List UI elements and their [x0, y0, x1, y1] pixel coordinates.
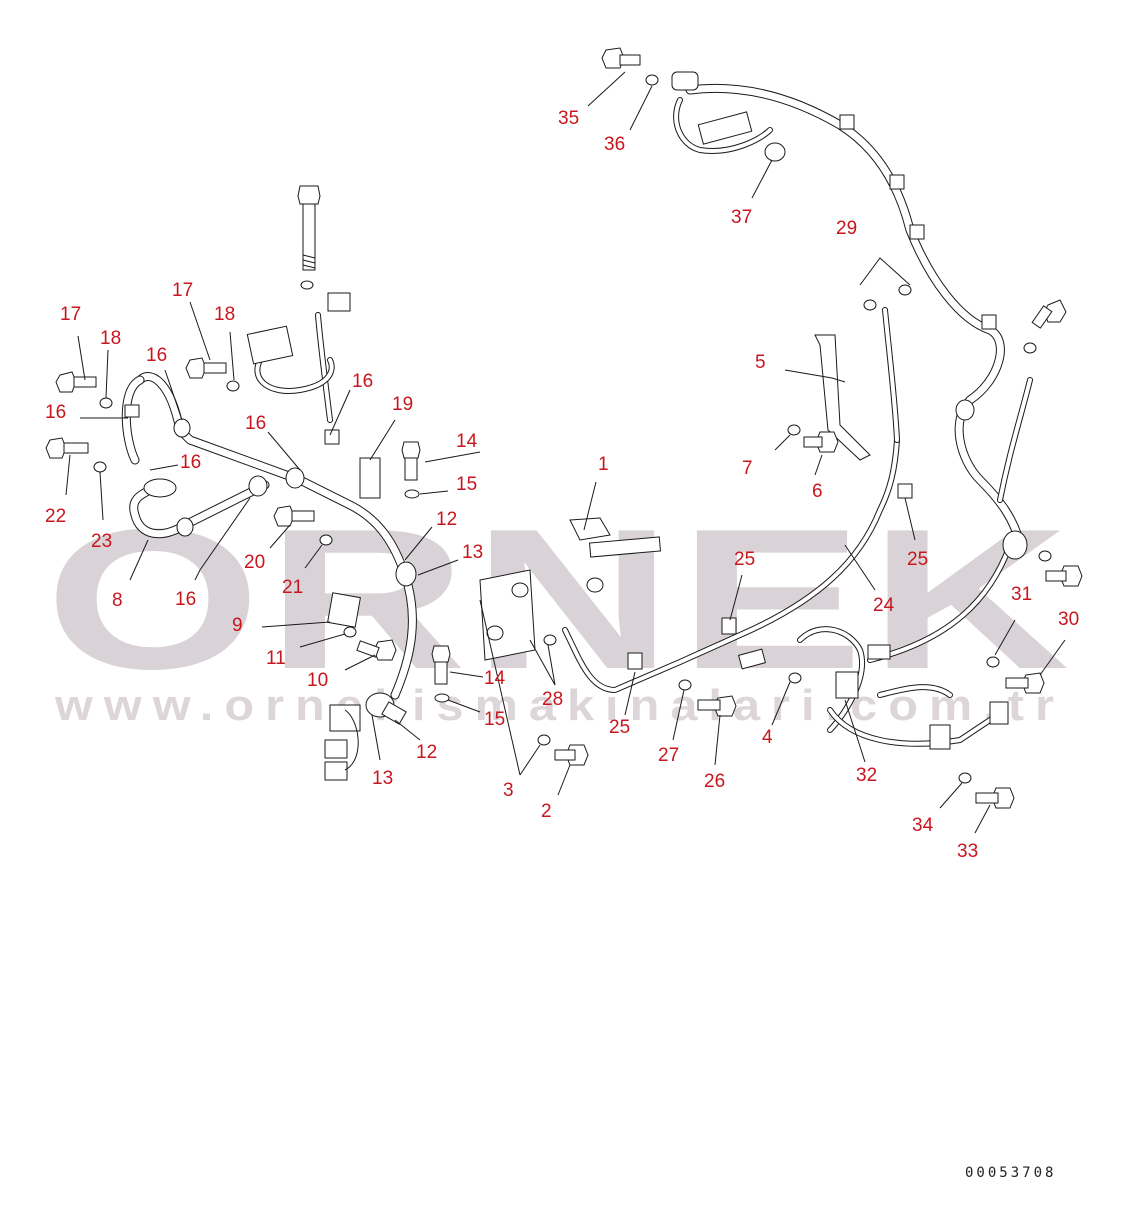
- callout-23: 23: [91, 531, 112, 552]
- callout-27: 27: [658, 745, 679, 766]
- callout-18: 18: [100, 328, 121, 349]
- watermark-url: www.ornekismakinalari.com.tr: [54, 681, 1065, 730]
- callout-13b: 13: [372, 768, 393, 789]
- callout-37: 37: [731, 207, 752, 228]
- watermark-brand: ORNEK: [45, 488, 1075, 711]
- callout-14b: 14: [484, 668, 506, 689]
- callout-22: 22: [45, 506, 66, 527]
- leader-lines: [65, 71, 1066, 834]
- callout-15: 15: [456, 474, 477, 495]
- callout-16e: 16: [180, 452, 201, 473]
- callout-10: 10: [307, 670, 328, 691]
- top-hardware: [601, 47, 659, 86]
- callout-16d: 16: [352, 371, 373, 392]
- top-right-hose: [671, 71, 1067, 663]
- callout-19: 19: [392, 394, 413, 415]
- watermark: ORNEK www.ornekismakinalari.com.tr: [45, 488, 1075, 730]
- callout-25c: 25: [609, 717, 630, 738]
- tall-bolt: [297, 185, 321, 290]
- callout-2: 2: [541, 801, 552, 822]
- callout-16b: 16: [45, 402, 66, 423]
- callout-31: 31: [1011, 584, 1032, 605]
- callout-28: 28: [542, 689, 563, 710]
- callout-20: 20: [244, 552, 265, 573]
- callout-5: 5: [755, 352, 766, 373]
- callout-29: 29: [836, 218, 857, 239]
- callout-18b: 18: [214, 304, 235, 325]
- left-hose-assembly: [121, 292, 417, 781]
- callout-6: 6: [812, 481, 823, 502]
- callout-11: 11: [266, 648, 286, 669]
- callout-7: 7: [742, 458, 753, 479]
- callout-32: 32: [856, 765, 877, 786]
- callout-15b: 15: [484, 709, 505, 730]
- callout-8: 8: [112, 590, 123, 611]
- diagram-code: 00053708: [965, 1165, 1056, 1181]
- callout-35: 35: [558, 108, 579, 129]
- center-right-hose: [562, 284, 913, 693]
- callout-24: 24: [873, 595, 895, 616]
- callout-16c: 16: [245, 413, 266, 434]
- right-lower-assembly: [737, 550, 1083, 809]
- callout-25: 25: [734, 549, 755, 570]
- callout-1: 1: [598, 454, 609, 475]
- callout-9: 9: [232, 615, 243, 636]
- callout-21: 21: [282, 577, 303, 598]
- callout-34: 34: [912, 815, 934, 836]
- callout-16f: 16: [175, 589, 196, 610]
- callout-13: 13: [462, 542, 483, 563]
- callout-17: 17: [60, 304, 81, 325]
- callout-16: 16: [146, 345, 167, 366]
- left-hardware: [45, 357, 451, 703]
- callout-labels: 35 36 37 29 17 18 16 17 18 16 16 19 16 1…: [45, 108, 1079, 862]
- callout-14: 14: [456, 431, 478, 452]
- callout-30: 30: [1058, 609, 1079, 630]
- callout-12b: 12: [416, 742, 437, 763]
- callout-36: 36: [604, 134, 625, 155]
- callout-25b: 25: [907, 549, 928, 570]
- bracket-5: [787, 334, 871, 461]
- callout-4: 4: [762, 727, 773, 748]
- callout-26: 26: [704, 771, 725, 792]
- callout-17b: 17: [172, 280, 193, 301]
- callout-12: 12: [436, 509, 457, 530]
- center-bracket: [479, 517, 737, 766]
- callout-33: 33: [957, 841, 978, 862]
- callout-3: 3: [503, 780, 514, 801]
